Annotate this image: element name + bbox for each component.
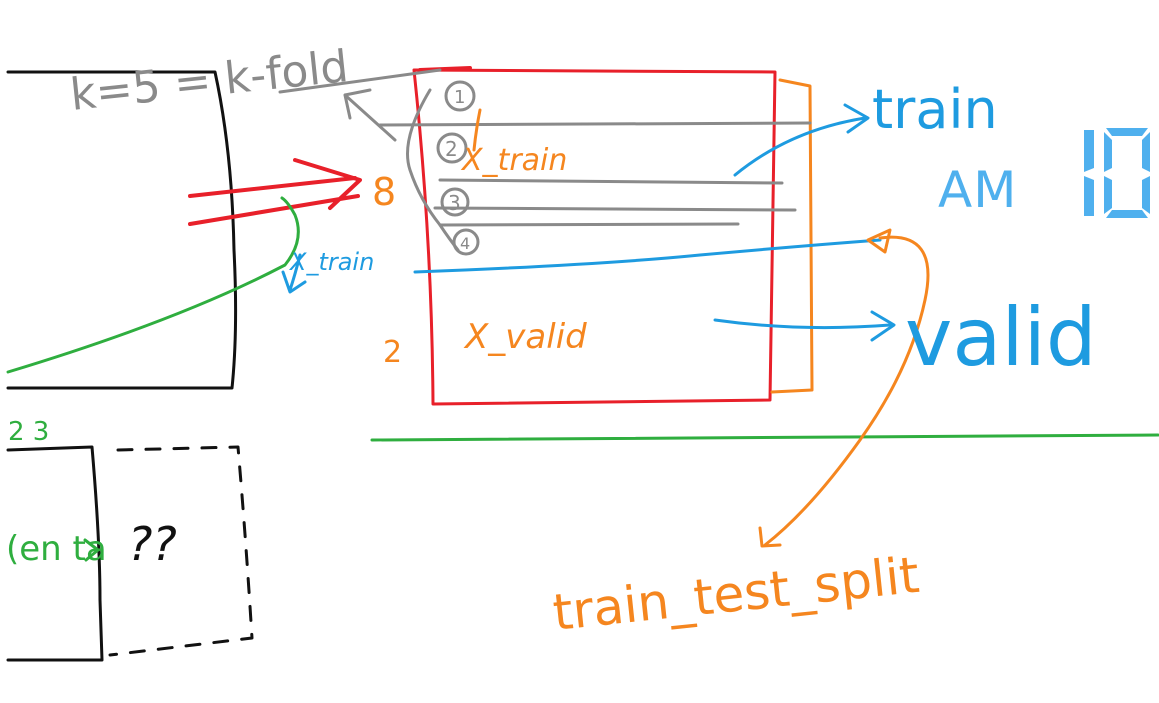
label-fold-4: 4 [460, 234, 470, 253]
label-train: train [872, 78, 998, 141]
label-split-8: 8 [372, 170, 396, 214]
digit-0-right-bot [1142, 176, 1150, 214]
blue-arrow-train [733, 103, 870, 177]
fold-line-1 [378, 121, 812, 127]
clock-widget: AM [938, 160, 1017, 220]
orange-split-arrow [758, 235, 930, 548]
green-curve [6, 196, 300, 374]
fold-line-4 [438, 222, 740, 227]
clock-hour-digits: 10 [1080, 128, 1150, 218]
digit-0-left-top [1104, 132, 1112, 172]
digit-0-right-top [1142, 132, 1150, 172]
green-divider [370, 433, 1159, 442]
digit-0-left-bot [1104, 176, 1112, 214]
orange-fold-tick [472, 108, 482, 152]
green-arrow [83, 538, 100, 562]
digit-0-top [1106, 128, 1148, 136]
label-fold-3: 3 [448, 191, 461, 215]
label-x-train-inner: X_train [460, 143, 567, 178]
label-x-train-outer: X_train [288, 248, 374, 276]
label-fold-1: 1 [454, 87, 465, 108]
label-green-side: (en ta [6, 529, 107, 569]
clock-period: AM [938, 161, 1018, 219]
dataset-box-left [6, 70, 238, 390]
kfold-underline [278, 68, 442, 94]
fold-circle-2 [436, 132, 468, 164]
red-top-mark [418, 66, 472, 72]
red-train-box [412, 68, 777, 406]
blue-arrow-valid [713, 310, 896, 342]
fold-circle-4 [452, 228, 480, 256]
label-k-fold: k=5 = k-fold [68, 41, 351, 121]
label-green-top: 2 3 [8, 417, 49, 447]
fold-circle-1 [444, 80, 476, 112]
digit-1-seg-b [1084, 176, 1094, 216]
blue-arrow-x-train [281, 253, 307, 294]
label-valid: valid [905, 291, 1097, 384]
red-arrow [188, 158, 362, 226]
fold-brace [406, 88, 460, 252]
label-x-valid: X_valid [463, 317, 587, 357]
label-question: ?? [128, 517, 177, 571]
label-fold-2: 2 [445, 137, 458, 161]
fold-circle-3 [440, 187, 470, 217]
blue-x-train-line [413, 238, 882, 274]
fold-line-2 [438, 178, 784, 185]
dataset-box-bottom [6, 445, 104, 662]
orange-split-arrowhead [866, 228, 892, 254]
digit-1-seg [1084, 130, 1094, 172]
clock-hour-text: 10 [1080, 128, 1082, 129]
fold-line-3 [433, 206, 797, 212]
orange-bracket [770, 78, 814, 394]
kfold-arrow [343, 88, 397, 142]
label-split-2: 2 [383, 335, 402, 370]
digit-0-bottom [1106, 210, 1148, 218]
label-train-test-split: train_test_split [550, 546, 922, 642]
